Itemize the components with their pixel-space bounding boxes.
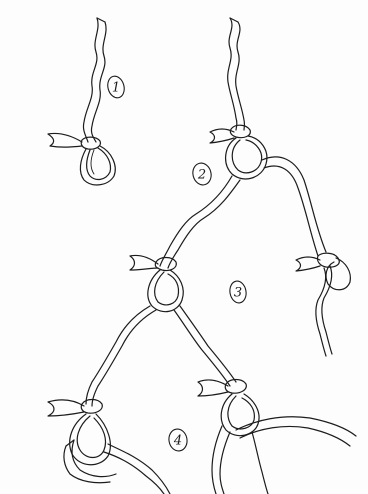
step-4-number: 4 [173, 434, 182, 449]
step-2-label: 2 [190, 161, 213, 187]
step-4-left-knot [48, 400, 170, 494]
step-3-label: 3 [228, 280, 248, 304]
step-3-right-knot [296, 253, 350, 356]
step-3-left-knot [86, 255, 236, 406]
step-4-label: 4 [167, 428, 189, 453]
step-4-right-knot [198, 380, 356, 494]
step-2-ribbon [160, 18, 326, 268]
step-1-number: 1 [112, 81, 120, 96]
step-1-ribbon [48, 18, 115, 185]
step-2-number: 2 [197, 168, 206, 183]
step-3-number: 3 [234, 286, 242, 301]
step-1-label: 1 [105, 74, 126, 99]
